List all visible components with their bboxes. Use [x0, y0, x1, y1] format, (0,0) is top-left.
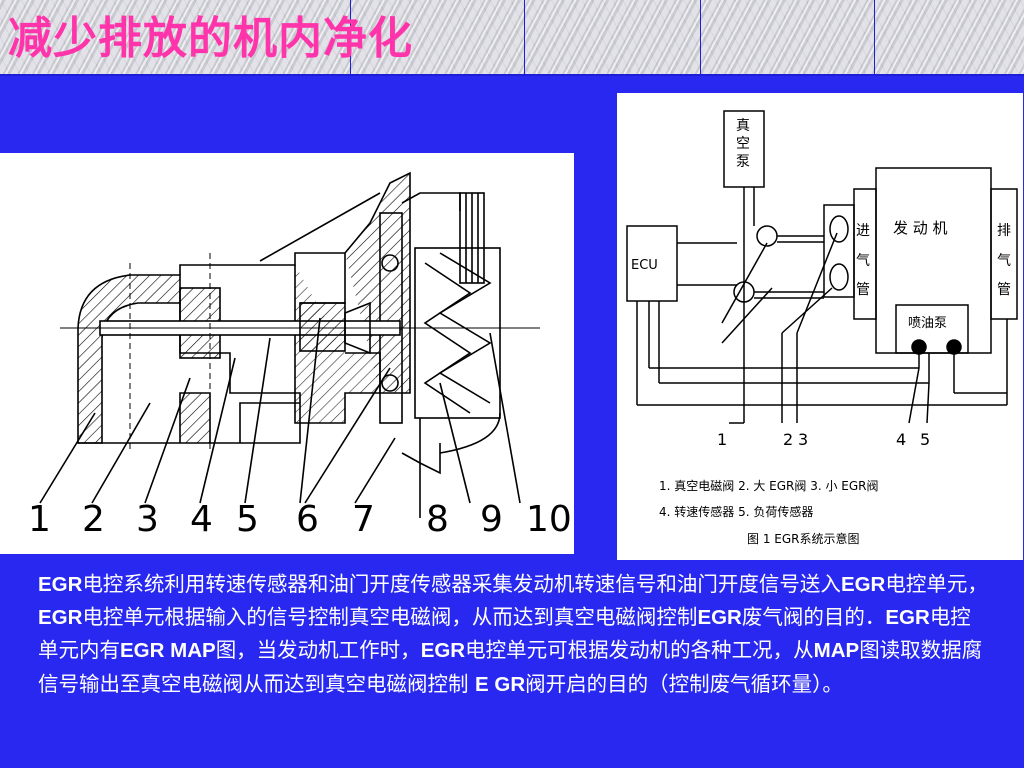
part-label-2: 2 [82, 499, 105, 540]
egr-term: EGR [38, 573, 83, 596]
text-segment: 阀开启的目的（控制废气循环量）。 [525, 671, 843, 696]
component-number-4: 4 [896, 430, 906, 449]
header-grid-line [350, 0, 351, 76]
component-number-3: 3 [798, 430, 808, 449]
intake-label-2: 气 [856, 253, 870, 269]
egr-system-schematic: 真 空 泵 ECU 发 动 机 进 气 管 排 气 管 喷油泵 1 2 3 4 … [617, 93, 1023, 560]
part-label-1: 1 [28, 499, 51, 540]
ecu-label: ECU [631, 258, 658, 273]
text-segment: 电控单元内有 [38, 605, 971, 663]
header-grid-line [874, 0, 875, 76]
egr-valve-section-figure: 1 2 3 4 5 6 7 8 9 10 [0, 153, 574, 554]
egr-schematic-drawing: 真 空 泵 ECU 发 动 机 进 气 管 排 气 管 喷油泵 1 2 3 4 … [626, 110, 1018, 546]
part-label-8: 8 [426, 499, 449, 540]
part-labels: 1 2 3 4 5 6 7 8 9 10 [28, 499, 572, 540]
component-number-1: 1 [717, 430, 727, 449]
part-label-7: 7 [352, 499, 375, 540]
egr-term: EGR [885, 606, 930, 630]
egr-valve-drawing: 1 2 3 4 5 6 7 8 9 10 [28, 171, 572, 540]
egr-term: EGR [840, 573, 886, 596]
header-grid-line [0, 74, 1024, 76]
text-segment: 废气阀的目的． [741, 605, 886, 630]
legend-line-1: 1. 真空电磁阀 2. 大 EGR阀 3. 小 EGR阀 [659, 478, 879, 493]
text-segment: 图，当发动机工作时， [215, 638, 421, 663]
vacuum-pump-label-2: 空 [736, 136, 750, 152]
part-label-6: 6 [296, 499, 319, 540]
legend-line-2: 4. 转速传感器 5. 负荷传感器 [659, 504, 813, 519]
part-label-3: 3 [136, 499, 159, 540]
header-grid-line [524, 0, 525, 76]
header-grid-line [700, 0, 701, 76]
vacuum-pump-label-1: 真 [736, 118, 750, 134]
marble-header-background [0, 0, 1024, 76]
exhaust-label-1: 排 [997, 223, 1011, 239]
egr-term: EGR [420, 639, 466, 663]
engine-label: 发 动 机 [893, 219, 948, 237]
part-label-9: 9 [480, 499, 503, 540]
part-label-5: 5 [236, 499, 259, 540]
vacuum-pump-label-3: 泵 [736, 154, 750, 170]
part-label-10: 10 [526, 499, 572, 540]
text-segment: 电控单元根据输入的信号控制真空电磁阀，从而达到真空电磁阀控制 [82, 605, 698, 630]
component-number-5: 5 [920, 430, 930, 449]
component-number-2: 2 [783, 430, 793, 449]
figure-caption: 图 1 EGR系统示意图 [747, 531, 859, 546]
egr-map-term: EGR MAP [120, 639, 216, 663]
schematic-labels: 真 空 泵 ECU 发 动 机 进 气 管 排 气 管 喷油泵 1 2 3 4 … [631, 118, 1011, 546]
injection-pump-label: 喷油泵 [908, 316, 947, 331]
text-segment: 电控单元可根据发动机的各种工况，从 [465, 638, 814, 663]
text-segment: 图读取数据腐信号输出至真空电磁阀从而达到真空电磁阀控制 [38, 638, 983, 696]
egr-term: EGR [38, 606, 83, 630]
text-segment: 电控系统利用转速传感器和油门开度传感器采集发动机转速信号和油门开度信号送入 [82, 572, 841, 596]
part-label-4: 4 [190, 499, 213, 540]
exhaust-label-2: 气 [997, 253, 1011, 269]
exhaust-label-3: 管 [997, 282, 1011, 298]
slide-title: 减少排放的机内净化 [8, 13, 413, 64]
description-paragraph: EGR电控系统利用转速传感器和油门开度传感器采集发动机转速信号和油门开度信号送入… [38, 568, 988, 701]
intake-label-3: 管 [856, 282, 870, 298]
egr-term: EGR [697, 606, 742, 630]
intake-label-1: 进 [856, 223, 870, 239]
egr-term: E GR [475, 672, 526, 696]
map-term: MAP [813, 639, 860, 663]
text-segment: 电控单元， [885, 572, 988, 596]
